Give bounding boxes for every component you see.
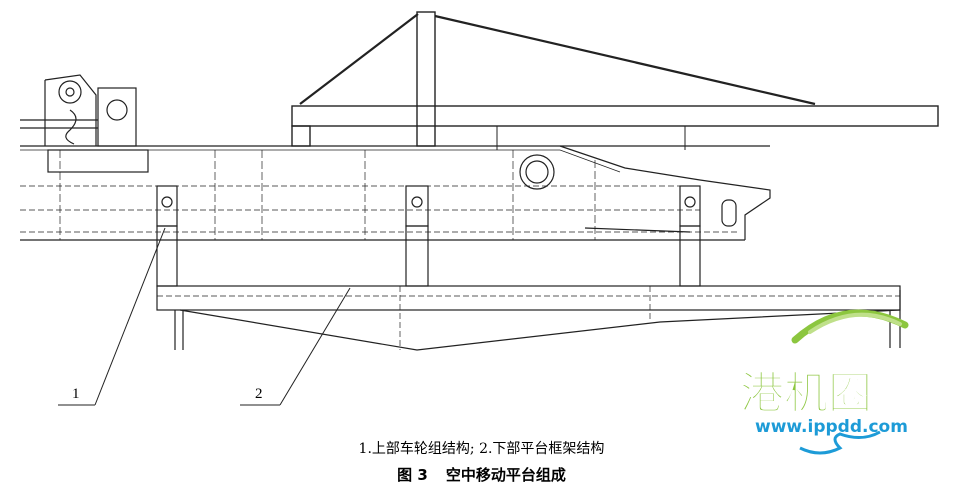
callout-1: 1 <box>58 227 166 406</box>
upper-beam-structure <box>20 74 771 241</box>
figure-number: 图 3 <box>397 466 428 484</box>
figure-legend: 1.上部车轮组结构; 2.下部平台框架结构 <box>358 441 605 457</box>
figure-title: 空中移动平台组成 <box>445 466 566 484</box>
watermark-url: www.ippdd.com <box>755 417 908 437</box>
figure-caption: 图 3 空中移动平台组成 <box>0 464 963 485</box>
hanger-legs <box>156 185 701 287</box>
mast-and-boom <box>291 11 939 150</box>
callout-2: 2 <box>240 287 351 406</box>
callout-1-label: 1 <box>72 386 80 402</box>
callout-2-label: 2 <box>255 386 263 402</box>
watermark-brand: 港机圈 <box>740 368 872 419</box>
watermark-logo: 港机圈 www.ippdd.com <box>740 309 909 455</box>
lower-platform-frame <box>156 285 901 351</box>
